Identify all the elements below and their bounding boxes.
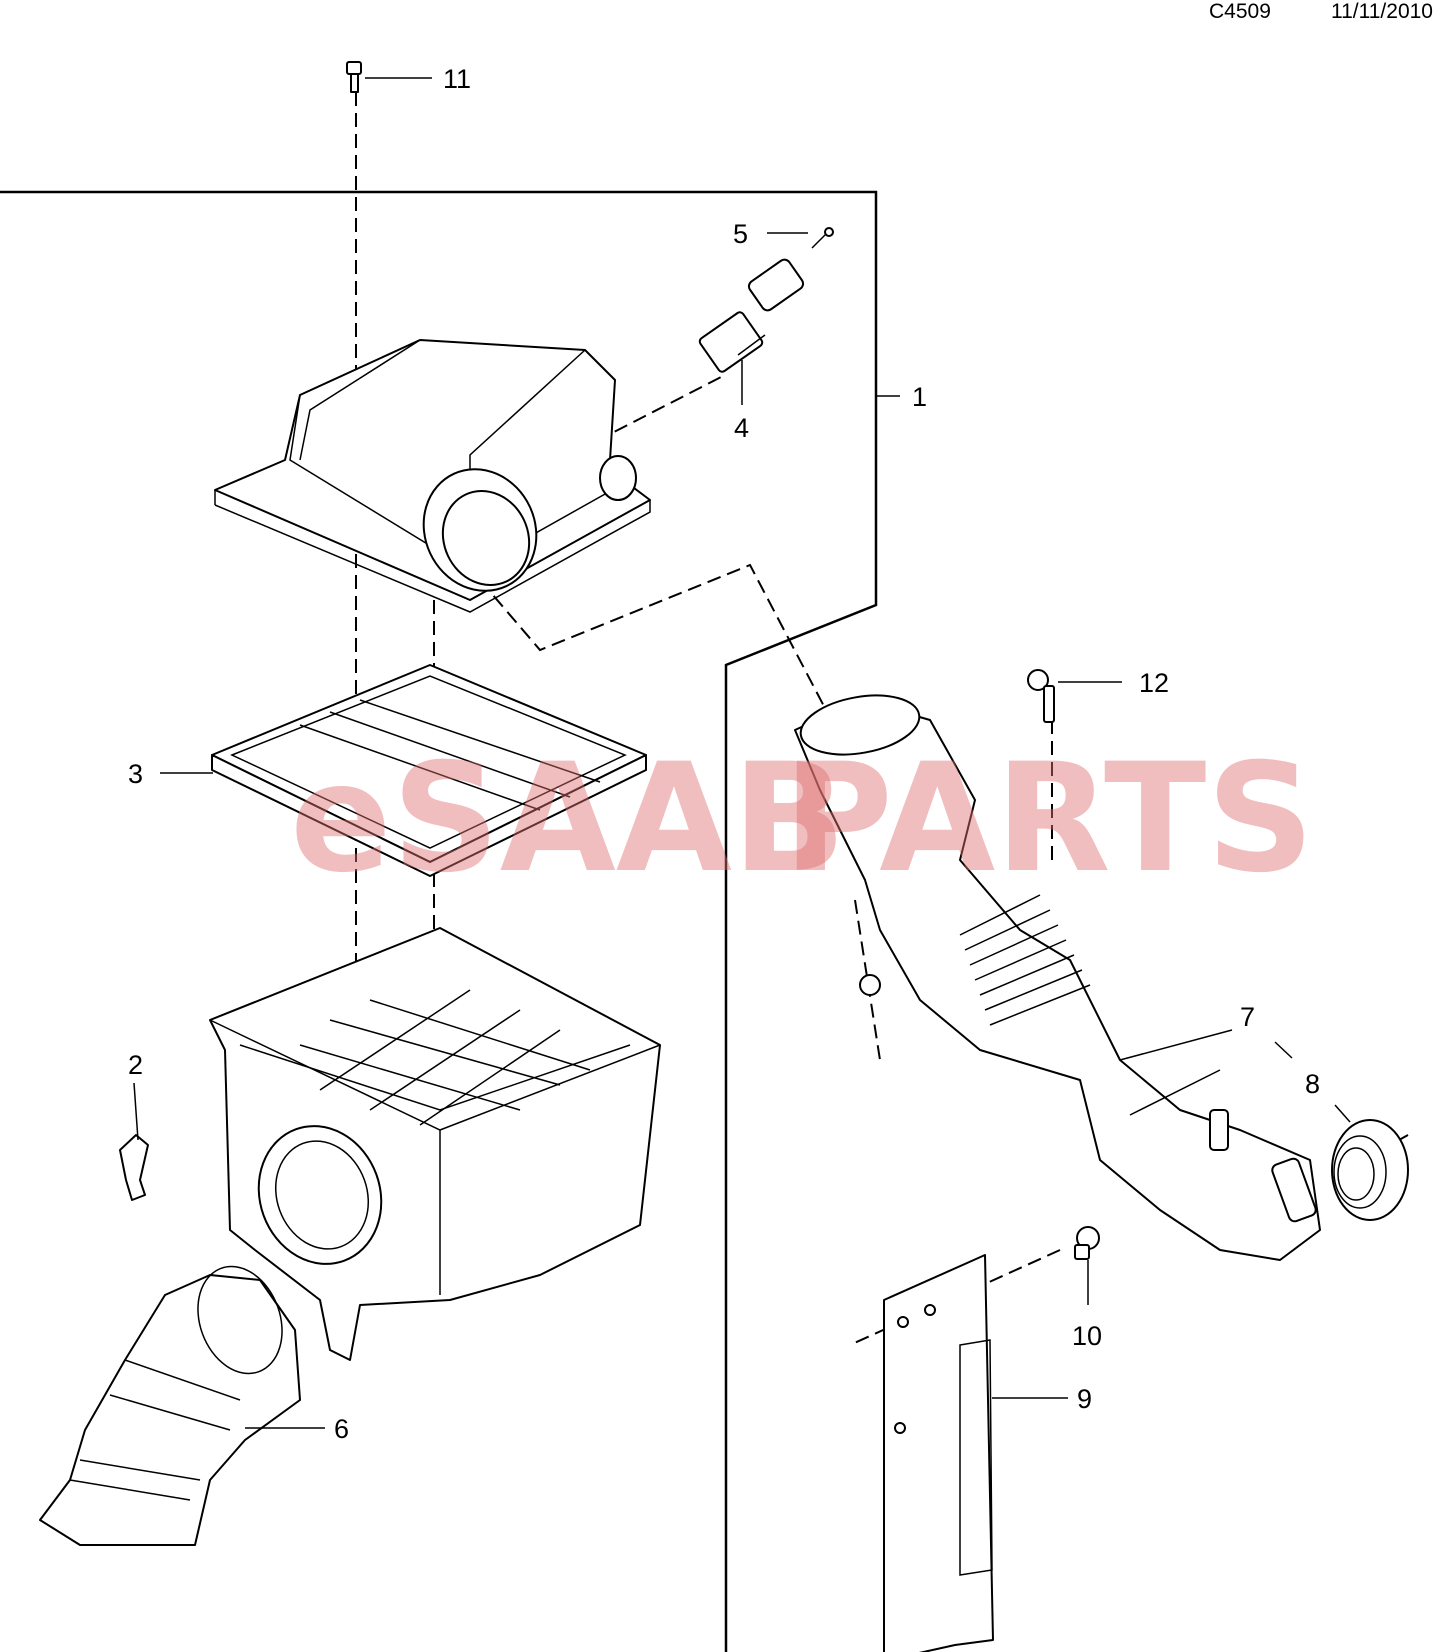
callout-8: 8 <box>1305 1069 1320 1099</box>
callout-11: 11 <box>443 64 471 94</box>
callout-9: 9 <box>1077 1384 1092 1414</box>
callout-6: 6 <box>334 1414 349 1444</box>
leader-lines <box>133 77 1351 1429</box>
watermark: eSAAB PARTS <box>290 732 1314 906</box>
air-cleaner-housing <box>209 927 661 1361</box>
air-cleaner-cover <box>214 339 651 613</box>
callout-1: 1 <box>912 382 927 412</box>
callout-4: 4 <box>734 413 749 443</box>
callouts: 1 2 3 4 5 6 7 8 9 10 11 12 <box>128 64 1320 1444</box>
assembly-frame <box>0 190 878 1652</box>
callout-12: 12 <box>1139 668 1169 698</box>
bolt-part-10 <box>1074 1226 1100 1260</box>
screw-part-5 <box>811 227 834 249</box>
diagram-date: 11/11/2010 <box>1331 0 1433 23</box>
watermark-esaab: eSAAB <box>290 732 846 906</box>
bolt-part-12 <box>1027 669 1055 723</box>
mass-air-flow-sensor <box>698 258 805 373</box>
diagram-code: C4509 <box>1209 0 1271 23</box>
screw-part-11 <box>346 61 362 93</box>
seal-ring <box>1331 1119 1409 1221</box>
air-inlet-duct <box>39 1265 301 1546</box>
mounting-bracket <box>883 1254 994 1652</box>
callout-2: 2 <box>128 1050 143 1080</box>
callout-7: 7 <box>1240 1002 1255 1032</box>
callout-5: 5 <box>733 219 748 249</box>
retaining-clip <box>119 1134 149 1201</box>
callout-3: 3 <box>128 759 143 789</box>
intake-hose <box>794 694 1321 1261</box>
callout-10: 10 <box>1072 1321 1102 1351</box>
air-filter-element <box>211 664 647 877</box>
watermark-parts: PARTS <box>783 732 1314 906</box>
